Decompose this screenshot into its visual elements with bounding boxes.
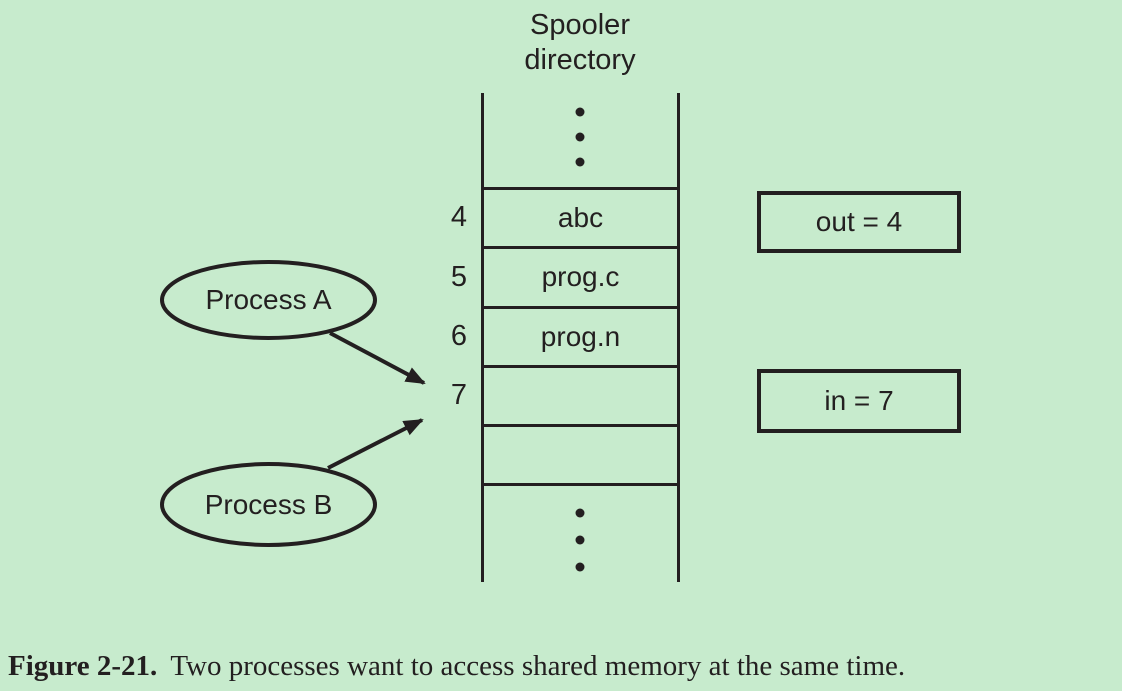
spooler-directory-title-line1: Spooler	[530, 9, 630, 41]
figure-caption: Figure 2-21. Two processes want to access…	[8, 648, 1118, 684]
spooler-slot-8-value	[481, 425, 680, 484]
figure-caption-label: Figure 2-21.	[8, 650, 158, 682]
process-b-arrow	[327, 418, 424, 470]
process-a-label: Process A	[205, 284, 332, 315]
slot-index-7: 7	[450, 379, 467, 411]
ellipsis-dots-top	[575, 107, 585, 167]
figure-caption-text: Two processes want to access shared memo…	[170, 650, 906, 682]
out-pointer-box: out = 4	[757, 191, 961, 253]
spooler-slot-7-value	[481, 366, 680, 425]
spooler-directory-title-line2: directory	[524, 44, 636, 76]
spooler-slot-4-value: abc	[557, 201, 604, 233]
spooler-slot-5-value: prog.c	[541, 261, 620, 292]
slot-index-4: 4	[450, 201, 467, 233]
process-b-label: Process B	[204, 488, 333, 520]
spooler-slot-6-value: prog.n	[540, 320, 621, 352]
out-pointer-value: out = 4	[815, 206, 903, 237]
slot-index-5: 5	[450, 260, 467, 293]
in-pointer-value: in = 7	[824, 385, 894, 416]
spooler-directory-title: Spooler directory	[455, 8, 705, 78]
in-pointer-box: in = 7	[757, 369, 961, 433]
ellipsis-dots-bottom	[575, 508, 585, 572]
process-a-arrow	[329, 331, 426, 385]
slot-index-6: 6	[450, 320, 467, 352]
